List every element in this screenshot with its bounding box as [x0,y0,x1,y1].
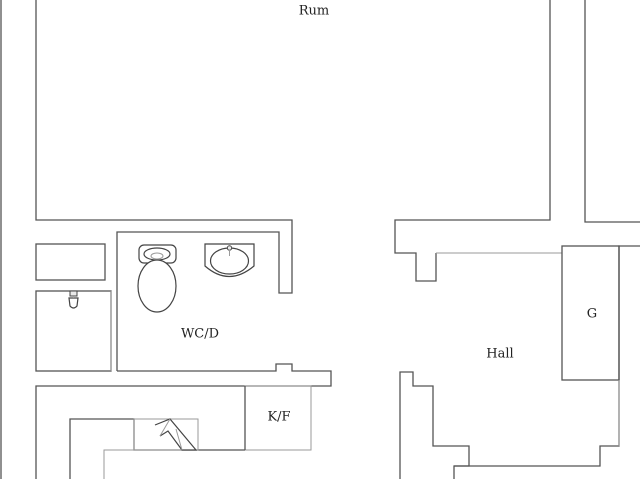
toilet-icon [137,244,177,313]
room-hall: Hall [399,245,640,479]
sink-icon [204,243,255,278]
room-wc-d: WC/D [35,243,332,479]
room-k-f: K/F [244,385,312,451]
cabinet [35,243,106,281]
room-rum: Rum [35,0,551,371]
room-label-rum: Rum [299,4,330,19]
shower-area [35,290,112,372]
room-label-wc-d: WC/D [181,327,219,342]
stairs-area [69,418,245,479]
room-g: G [561,245,620,446]
room-label-hall: Hall [486,347,513,362]
shower-icon [68,290,79,309]
room-label-g: G [587,307,597,322]
room-label-k-f: K/F [267,410,290,425]
stairs-icon [154,418,198,451]
